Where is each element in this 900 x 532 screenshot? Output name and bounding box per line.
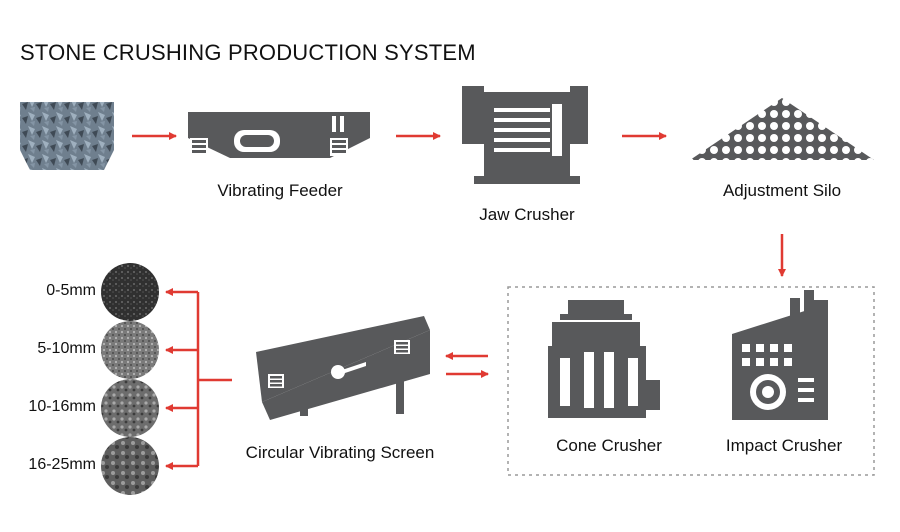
label-adjustment-silo: Adjustment Silo — [722, 181, 842, 200]
impact-crusher-icon — [732, 290, 828, 420]
label-impact-crusher: Impact Crusher — [725, 436, 843, 455]
circular-vibrating-screen-icon — [256, 316, 430, 420]
size-sample-5-10mm — [101, 321, 159, 379]
label-size-5-10mm: 5-10mm — [37, 340, 96, 357]
crusher-group-box — [507, 286, 875, 476]
label-size-16-25mm: 16-25mm — [28, 456, 96, 473]
cone-crusher-icon — [548, 300, 660, 418]
size-sample-16-25mm — [101, 437, 159, 495]
adjustment-silo-icon — [690, 98, 874, 160]
label-size-0-5mm: 0-5mm — [46, 282, 96, 299]
size-sample-0-5mm — [101, 263, 159, 321]
vibrating-feeder-icon — [188, 112, 370, 158]
label-jaw-crusher: Jaw Crusher — [479, 205, 575, 224]
label-circular-vibrating-screen: Circular Vibrating Screen — [245, 443, 435, 462]
size-sample-10-16mm — [101, 379, 159, 437]
label-cone-crusher: Cone Crusher — [556, 436, 662, 455]
jaw-crusher-icon — [462, 86, 588, 184]
label-size-10-16mm: 10-16mm — [28, 398, 96, 415]
raw-stone-hopper-icon — [20, 102, 114, 170]
diagram-title: STONE CRUSHING PRODUCTION SYSTEM — [20, 40, 476, 65]
label-vibrating-feeder: Vibrating Feeder — [217, 181, 343, 200]
arrow-screen-to-sizes — [165, 288, 232, 470]
